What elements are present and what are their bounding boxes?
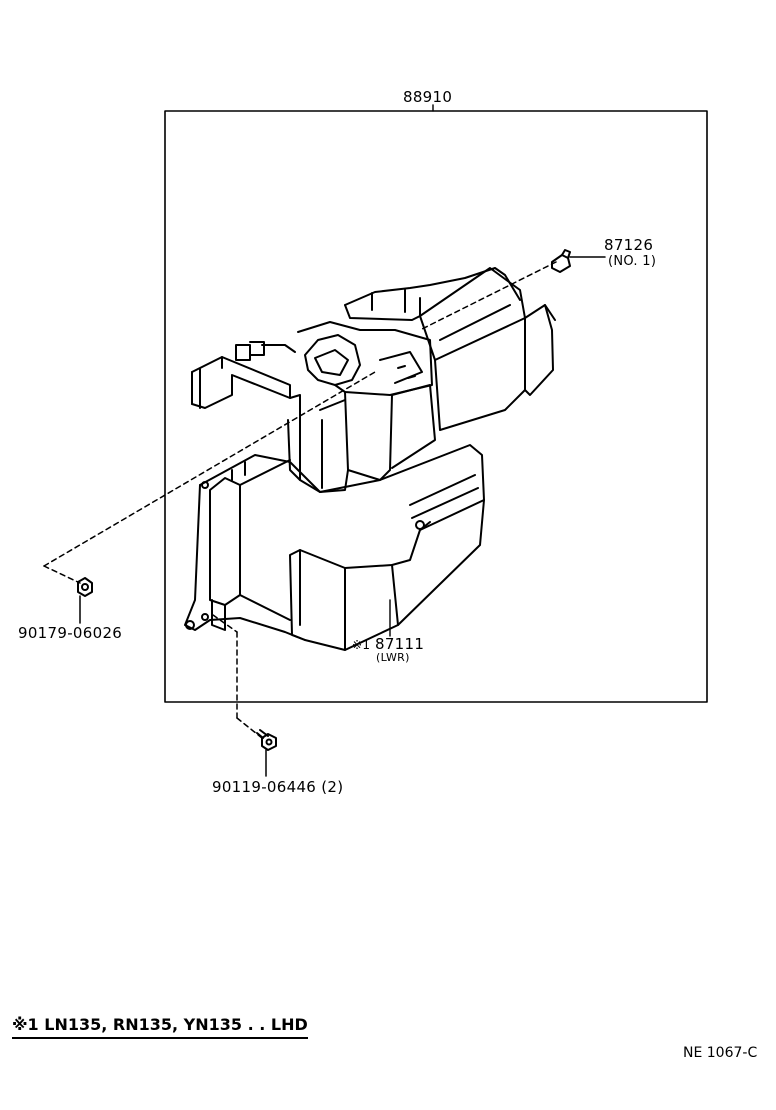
bolt-quantity: (2)	[321, 778, 344, 796]
bolt-part-no: 90119-06446	[212, 778, 317, 796]
lower-case-part-number: 87111	[375, 635, 425, 653]
bolt-drawing	[256, 729, 277, 777]
nut-drawing	[77, 577, 93, 624]
assembly-frame	[164, 110, 708, 703]
clip-note: (NO. 1)	[608, 254, 657, 269]
upper-case-drawing	[191, 267, 556, 493]
clip-drawing	[551, 249, 606, 273]
assembly-part-number: 88910	[403, 88, 453, 106]
clip-part-number: 87126	[604, 236, 654, 254]
lower-case-note: (LWR)	[376, 651, 410, 664]
assembly-guides	[43, 261, 557, 739]
lower-case-drawing	[184, 444, 485, 651]
bolt-part-number: 90119-06446 (2)	[212, 779, 343, 795]
footnote: ※1 LN135, RN135, YN135 . . LHD	[12, 1016, 308, 1039]
lower-case-marker: ※1	[352, 638, 371, 652]
nut-part-number: 90179-06026	[18, 624, 123, 642]
figure-code: NE 1067-C	[683, 1045, 758, 1061]
